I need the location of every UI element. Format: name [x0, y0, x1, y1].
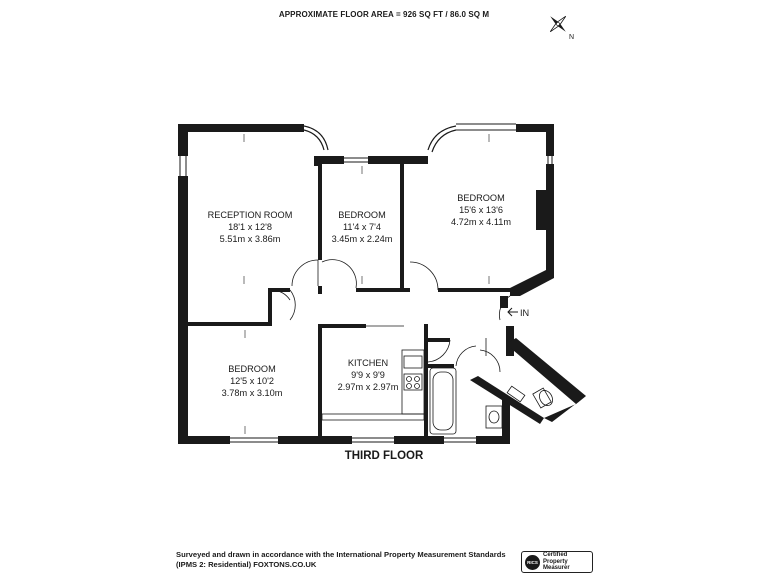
room-dimensions-metric: 5.51m x 3.86m: [220, 234, 281, 244]
room-dimensions-metric: 2.97m x 2.97m: [338, 382, 399, 392]
room-dimensions-metric: 4.72m x 4.11m: [451, 217, 511, 227]
floor-label: THIRD FLOOR: [344, 450, 424, 462]
rics-badge-line: Property: [543, 558, 568, 565]
room-dimensions-metric: 3.78m x 3.10m: [222, 388, 283, 398]
room-name: BEDROOM: [338, 210, 385, 220]
room-name: KITCHEN: [348, 358, 388, 368]
room-dimensions-imperial: 11'4 x 7'4: [343, 222, 381, 232]
floor-area-heading: APPROXIMATE FLOOR AREA = 926 SQ FT / 86.…: [278, 10, 490, 19]
room-dimensions-imperial: 12'5 x 10'2: [230, 376, 274, 386]
rics-badge-line: Certified: [543, 552, 568, 559]
bathroom-fittings: [429, 338, 553, 435]
rics-badge-text: Certified Property Measurer: [543, 552, 570, 572]
room-name: BEDROOM: [228, 364, 275, 374]
door-swings: [271, 259, 511, 373]
rics-badge: RICS Certified Property Measurer: [521, 551, 593, 573]
room-kitchen: KITCHEN 9'9 x 9'9 2.97m x 2.97m: [338, 358, 399, 392]
compass-rose-icon: N: [549, 15, 574, 41]
north-label: N: [569, 34, 574, 41]
room-reception: RECEPTION ROOM 18'1 x 12'8 5.51m x 3.86m: [208, 210, 293, 244]
bay-windows: [179, 123, 553, 443]
room-dimensions-imperial: 9'9 x 9'9: [351, 370, 385, 380]
dimension-markers: [243, 134, 490, 434]
footer-survey-note: Surveyed and drawn in accordance with th…: [176, 550, 506, 569]
rics-seal-icon: RICS: [525, 554, 540, 570]
walls: [178, 124, 586, 444]
room-bedroom-lower: BEDROOM 12'5 x 10'2 3.78m x 3.10m: [222, 364, 283, 398]
room-dimensions-imperial: 18'1 x 12'8: [228, 222, 272, 232]
room-bedroom-small: BEDROOM 11'4 x 7'4 3.45m x 2.24m: [332, 210, 393, 244]
entrance-label: IN: [520, 308, 529, 318]
entrance-arrow-icon: [507, 307, 518, 317]
room-name: RECEPTION ROOM: [208, 210, 293, 220]
rics-badge-line: Measurer: [543, 565, 570, 572]
room-bedroom-large: BEDROOM 15'6 x 13'6 4.72m x 4.11m: [451, 193, 511, 227]
room-dimensions-metric: 3.45m x 2.24m: [332, 234, 393, 244]
room-name: BEDROOM: [457, 193, 504, 203]
kitchen-units: [321, 349, 425, 421]
room-dimensions-imperial: 15'6 x 13'6: [459, 205, 503, 215]
